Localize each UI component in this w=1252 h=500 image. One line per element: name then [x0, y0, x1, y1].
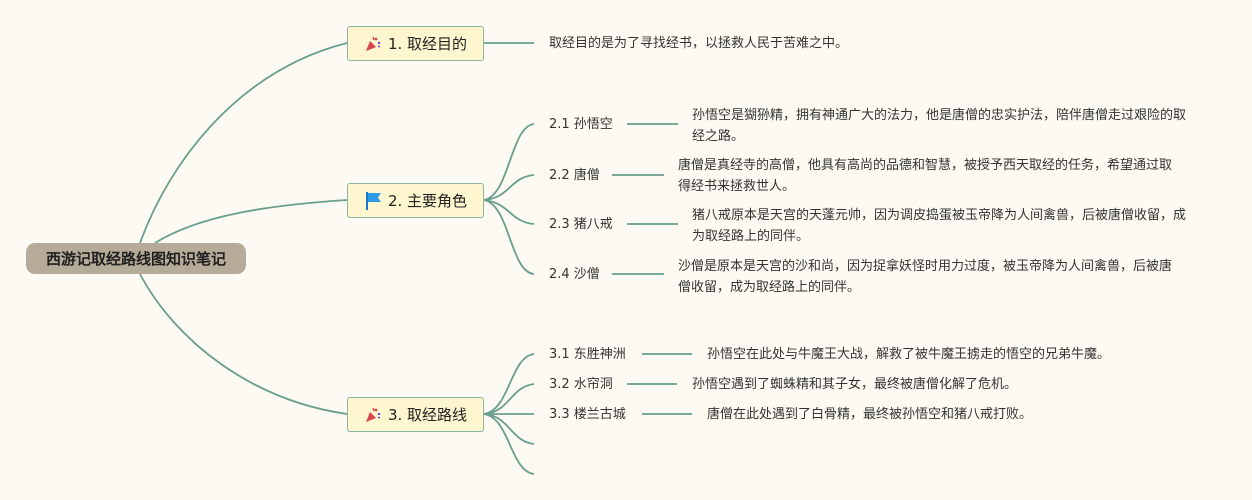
sub-topic-2-2[interactable]: 2.2 唐僧: [549, 168, 600, 183]
sub-topic-2-4[interactable]: 2.4 沙僧: [549, 267, 600, 282]
connector-branch-3-sub-4: [483, 413, 535, 445]
branch-topic-1-label: 1. 取经目的: [387, 35, 468, 53]
branch-topic-1[interactable]: 1. 取经目的: [347, 26, 484, 61]
connector-branch-3-sub-2: [483, 383, 535, 415]
root-topic-label: 西游记取经路线图知识笔记: [45, 250, 226, 268]
sub-topic-2-3[interactable]: 2.3 猪八戒: [549, 217, 613, 232]
connector-root-branch-2: [154, 199, 348, 244]
flag-icon: [364, 191, 382, 211]
branch-1-description: 取经目的是为了寻找经书，以拯救人民于苦难之中。: [549, 36, 849, 51]
sub-topic-3-2-description: 孙悟空遇到了蜘蛛精和其子女，最终被唐僧化解了危机。: [692, 377, 1018, 392]
branch-topic-2-label: 2. 主要角色: [387, 192, 468, 210]
branch-topic-3[interactable]: 3. 取经路线: [347, 397, 484, 432]
party-popper-icon: [364, 406, 382, 424]
sub-topic-2-3-description: 猪八戒原本是天宫的天蓬元帅，因为调皮捣蛋被玉帝降为人间禽兽，后被唐僧收留，成为取…: [692, 208, 1187, 244]
sub-topic-3-3[interactable]: 3.3 楼兰古城: [549, 407, 626, 422]
party-popper-icon: [364, 35, 382, 53]
connector-branch-2-sub-1: [483, 123, 535, 201]
connector-root-branch-3: [139, 273, 348, 415]
connector-root-branch-1: [139, 42, 348, 244]
connector-branch-2-sub-2: [483, 174, 535, 201]
connector-branch-3-sub-5: [483, 413, 535, 475]
sub-topic-3-3-description: 唐僧在此处遇到了白骨精，最终被孙悟空和猪八戒打败。: [707, 407, 1033, 422]
sub-topic-3-1-description: 孙悟空在此处与牛魔王大战，解救了被牛魔王掳走的悟空的兄弟牛魔。: [707, 347, 1111, 362]
root-topic[interactable]: 西游记取经路线图知识笔记: [26, 243, 246, 274]
branch-topic-2[interactable]: 2. 主要角色: [347, 183, 484, 218]
sub-topic-3-2[interactable]: 3.2 水帘洞: [549, 377, 613, 392]
sub-topic-2-1-description: 孙悟空是猢狲精，拥有神通广大的法力，他是唐僧的忠实护法，陪伴唐僧走过艰险的取经之…: [692, 108, 1187, 144]
sub-topic-2-1[interactable]: 2.1 孙悟空: [549, 117, 613, 132]
sub-topic-2-4-description: 沙僧是原本是天宫的沙和尚，因为捉拿妖怪时用力过度，被玉帝降为人间禽兽，后被唐僧收…: [678, 259, 1173, 295]
sub-topic-3-1[interactable]: 3.1 东胜神洲: [549, 347, 626, 362]
connector-branch-2-sub-3: [483, 199, 535, 225]
connector-branch-3-sub-1: [483, 353, 535, 415]
sub-topic-2-2-description: 唐僧是真经寺的高僧，他具有高尚的品德和智慧，被授予西天取经的任务，希望通过取得经…: [678, 158, 1173, 194]
connector-branch-2-sub-4: [483, 199, 535, 275]
branch-topic-3-label: 3. 取经路线: [387, 406, 468, 424]
